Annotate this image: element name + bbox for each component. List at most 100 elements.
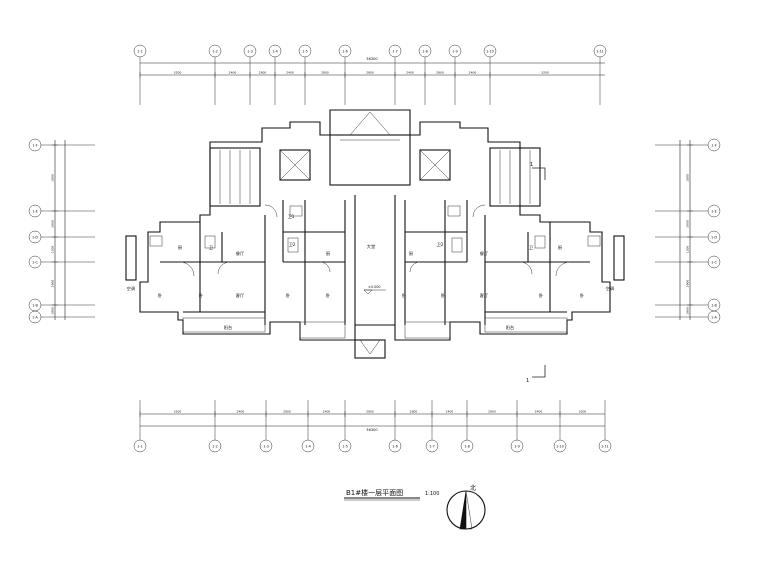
drawing-scale: 1:100 xyxy=(425,491,439,497)
left-dimension-chain xyxy=(54,140,66,320)
left-dimension-segments: 1800 3000 1300 2900 1800 xyxy=(51,144,58,315)
axis-bubble-bottom: 1-7 xyxy=(429,444,435,448)
axis-bubble-top: 1-4 xyxy=(272,49,278,53)
axis-bubble-top: 1-8 xyxy=(422,49,428,53)
axis-bubble-top: 1-11 xyxy=(596,49,604,53)
axis-bubble-left: 1-C xyxy=(32,260,38,264)
room-label: 卫 xyxy=(529,245,533,250)
dimension-segment-label: 2400 xyxy=(237,410,245,414)
axis-bubble-bottom: 1-10 xyxy=(556,444,564,448)
dimension-segment-label: 3200 xyxy=(579,410,587,414)
room-label: 卧 xyxy=(539,292,543,299)
axis-bubble-top: 1-3 xyxy=(247,49,253,53)
axis-bubble-right: 1-C xyxy=(711,260,717,264)
section-mark-top: 1 xyxy=(530,162,533,168)
axis-bubble-left: 1-F xyxy=(32,143,37,147)
axis-bubble-top: 1-2 xyxy=(212,49,218,53)
dimension-segment-label: 1800 xyxy=(51,307,55,315)
section-mark-bottom: 1 xyxy=(526,378,529,384)
axis-bubble-top: 1-9 xyxy=(452,49,458,53)
axis-bubble-top: 1-6 xyxy=(342,49,348,53)
elevation-text: ±0.000 xyxy=(368,285,381,289)
dimension-segment-label: 2400 xyxy=(535,410,543,414)
dimension-segment-label: 2800 xyxy=(321,71,329,75)
dimension-segment-label: 2900 xyxy=(51,280,55,288)
dimension-segment-label: 3000 xyxy=(686,220,690,228)
room-label: 卧 xyxy=(441,292,445,299)
axis-bubble-left: 1-B xyxy=(32,303,38,307)
room-label: 卧 xyxy=(286,292,290,299)
top-total-dimension: 36300 xyxy=(366,57,378,61)
axis-bubble-top: 1-10 xyxy=(486,49,494,53)
room-label: 卫 xyxy=(209,245,213,250)
room-label: 厨 xyxy=(178,245,182,250)
dimension-segment-label: 2400 xyxy=(286,71,294,75)
dimension-segment-label: 3000 xyxy=(51,220,55,228)
dimension-segment-label: 2800 xyxy=(366,71,374,75)
axis-bubble-right: 1-D xyxy=(711,235,717,239)
room-label: 阳台 xyxy=(506,324,514,331)
dimension-segment-label: 2800 xyxy=(259,71,267,75)
room-label: 卫2 xyxy=(437,242,444,247)
axis-bubble-left: 1-D xyxy=(32,235,38,239)
dimension-segment-label: 1800 xyxy=(51,174,55,182)
north-arrow-icon: 北 xyxy=(446,484,486,530)
axis-bubble-bottom: 1-6 xyxy=(392,444,398,448)
axis-bubble-bottom: 1-4 xyxy=(305,444,311,448)
axis-bubble-top: 1-7 xyxy=(392,49,398,53)
dimension-segment-label: 2800 xyxy=(436,71,444,75)
right-dimension-chain xyxy=(679,140,691,320)
room-label: 卧 xyxy=(580,292,584,299)
dimension-segment-label: 2800 xyxy=(366,410,374,414)
north-label: 北 xyxy=(470,484,476,492)
drawing-title-block: B1#楼一层平面图 1:100 xyxy=(344,488,439,501)
axis-bubble-right: 1-B xyxy=(711,303,717,307)
room-label: 空调 xyxy=(606,285,614,292)
dimension-segment-label: 1300 xyxy=(51,246,55,254)
bottom-total-dimension: 36300 xyxy=(366,428,378,432)
section-cut-marks: 1 1 xyxy=(526,162,546,384)
dimension-segment-label: 2900 xyxy=(686,280,690,288)
room-label: 餐厅 xyxy=(480,250,488,257)
drawing-title: B1#楼一层平面图 xyxy=(346,488,403,497)
room-label: 厨 xyxy=(409,251,413,256)
dimension-segment-label: 2400 xyxy=(323,410,331,414)
room-label: 阳台 xyxy=(224,324,232,331)
dimension-segment-label: 3200 xyxy=(174,71,182,75)
room-label: 餐厅 xyxy=(236,250,244,257)
room-label: 卧 xyxy=(199,292,203,299)
dimension-segment-label: 2400 xyxy=(446,410,454,414)
axis-bubble-bottom: 1-1 xyxy=(137,444,143,448)
room-label: 厨 xyxy=(558,245,562,250)
room-label: 卧 xyxy=(158,292,162,299)
dimension-segment-label: 2800 xyxy=(410,410,418,414)
building-walls xyxy=(125,109,625,359)
axis-bubble-top: 1-5 xyxy=(302,49,308,53)
room-label: 大堂 xyxy=(367,243,375,250)
dimension-segment-label: 2800 xyxy=(283,410,291,414)
room-label: 卫1 xyxy=(288,214,295,219)
dimension-segment-label: 1300 xyxy=(686,246,690,254)
room-label: 卫2 xyxy=(289,242,296,247)
axis-bubble-bottom: 1-2 xyxy=(212,444,218,448)
dimension-segment-label: 2400 xyxy=(229,71,237,75)
axis-bubble-left: 1-A xyxy=(32,315,38,319)
bottom-dimension-chain: 36300 xyxy=(140,413,605,432)
room-label: 空调 xyxy=(127,285,135,292)
dimension-segment-label: 2400 xyxy=(469,71,477,75)
axis-bubble-bottom: 1-5 xyxy=(342,444,348,448)
top-dimension-chain: 36300 xyxy=(140,57,605,76)
axis-bubble-bottom: 1-9 xyxy=(514,444,520,448)
room-label: 厨 xyxy=(326,251,330,256)
axis-bubble-right: 1-E xyxy=(711,209,717,213)
axis-bubble-right: 1-A xyxy=(711,315,717,319)
room-label: 客厅 xyxy=(236,292,244,299)
dimension-segment-label: 1800 xyxy=(686,307,690,315)
axis-bubble-right: 1-F xyxy=(711,143,716,147)
